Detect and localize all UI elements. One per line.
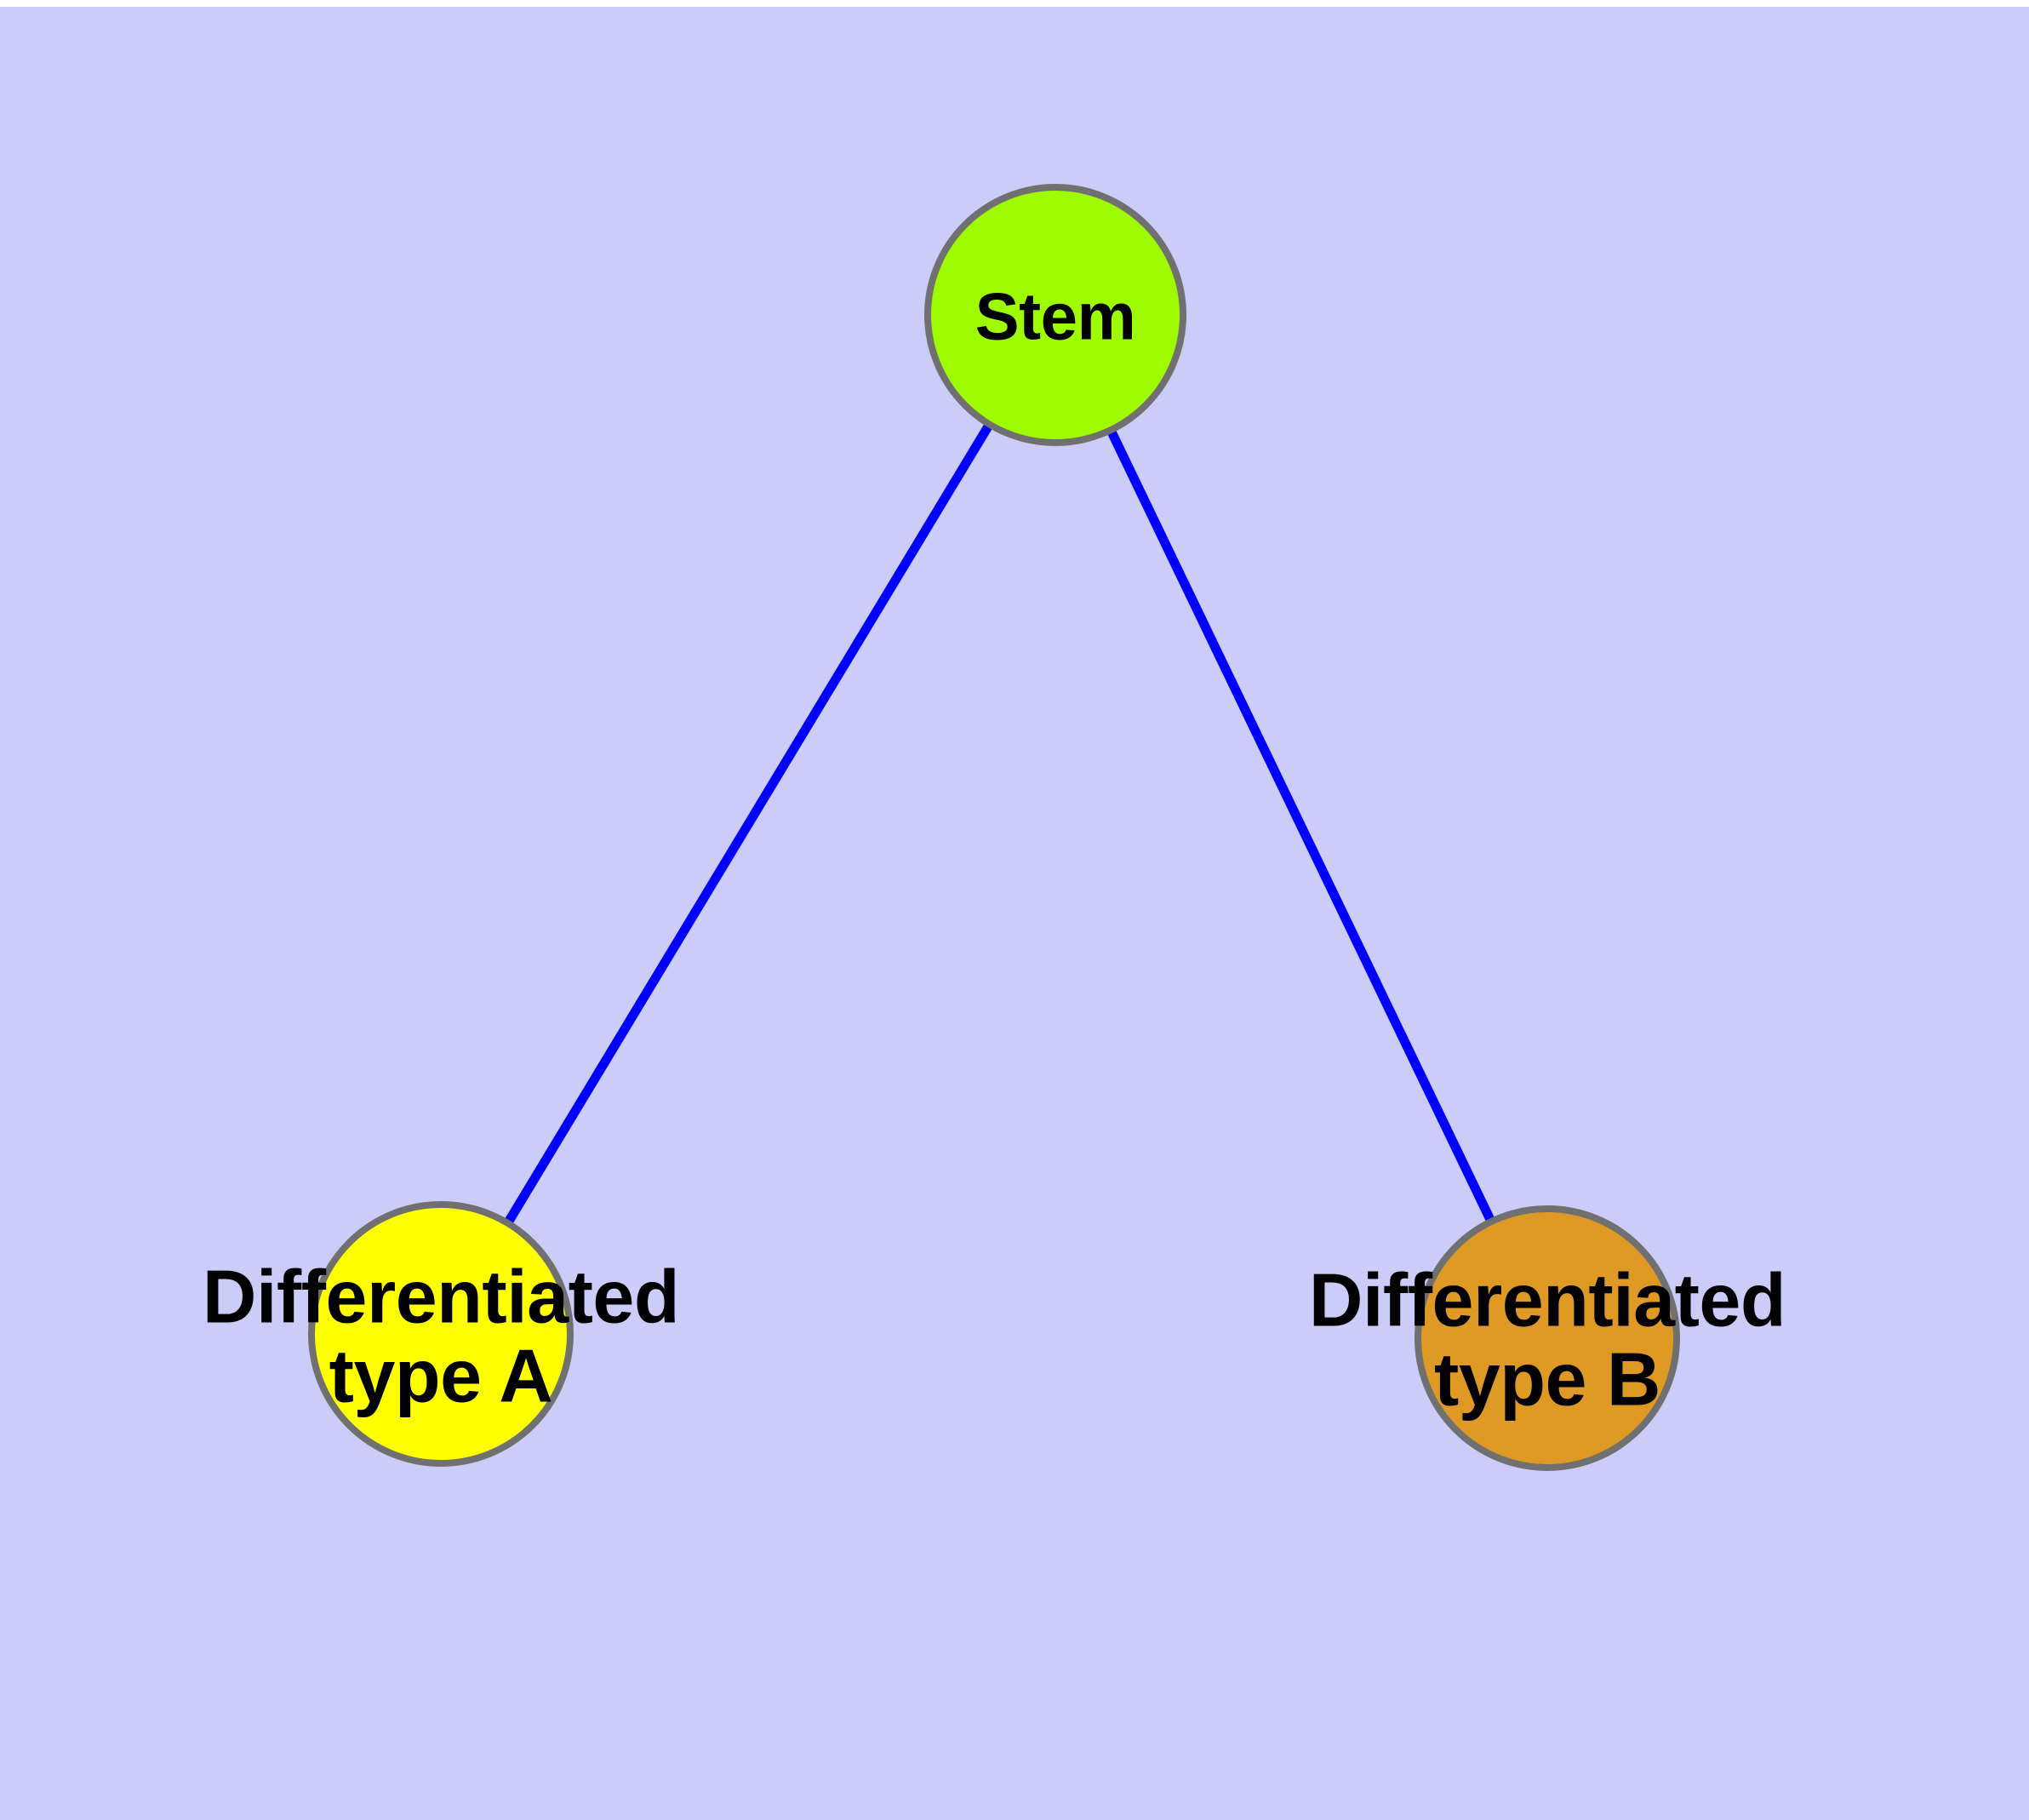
edge-stem-to-diff-b[interactable] [1051, 312, 1552, 1341]
node-diff-a[interactable] [308, 1201, 574, 1467]
node-layer [308, 184, 1680, 1471]
node-stem[interactable] [924, 184, 1186, 446]
edge-stem-to-diff-a[interactable] [437, 312, 1060, 1336]
node-diff-b[interactable] [1415, 1205, 1680, 1471]
edge-layer [437, 312, 1552, 1341]
